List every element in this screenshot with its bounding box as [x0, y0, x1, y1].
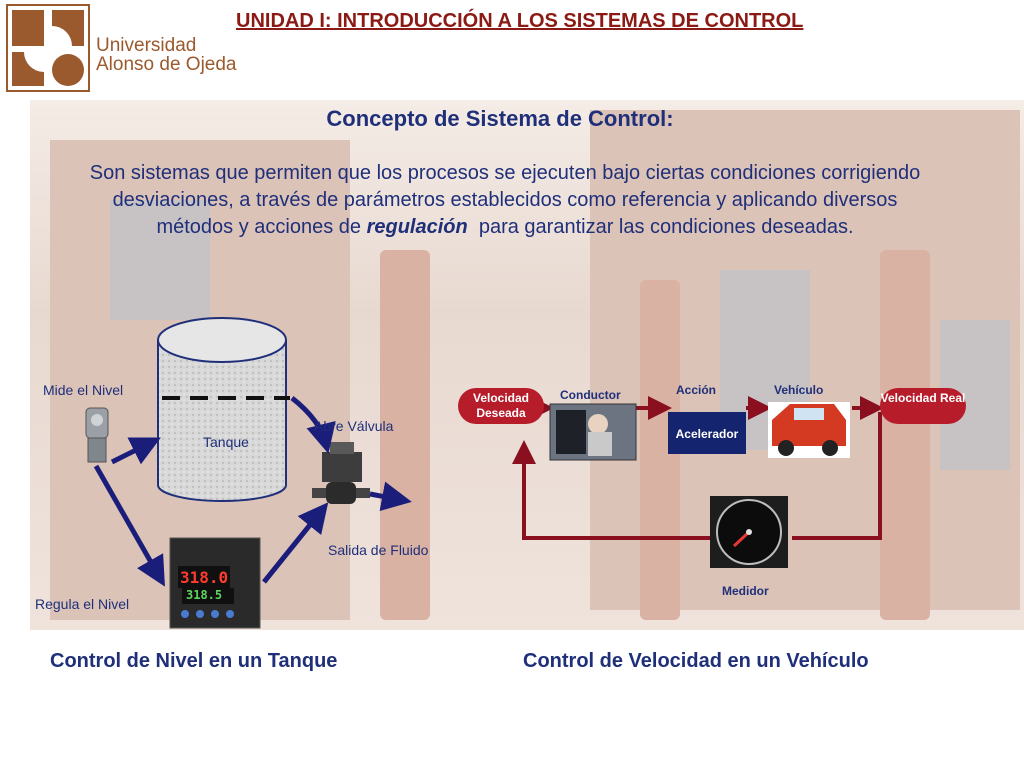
definition-after: para garantizar las condiciones deseadas… [467, 216, 854, 238]
level-controller-icon [169, 537, 261, 629]
arrow-sensor-to-controller [93, 464, 165, 587]
logo-line-2: Alonso de Ojeda [96, 54, 237, 75]
accelerator-box [668, 412, 746, 454]
tank-label: Tanque [203, 434, 249, 450]
real-speed-oval: Velocidad Real [880, 388, 966, 424]
arrow-controller-to-valve [262, 502, 329, 584]
vehicle-label: Vehículo [774, 383, 824, 397]
level-sensor-icon [85, 407, 109, 463]
controller-display-top: 318.0 [180, 568, 229, 587]
definition-emphasis: regulación [366, 216, 468, 238]
speedometer-icon [710, 496, 788, 568]
arrow-sensor-to-tank [110, 437, 161, 465]
meter-label: Medidor [722, 584, 769, 598]
tank-shape [157, 317, 290, 502]
feedback-loop-lines [512, 396, 884, 540]
arrow-tank-to-valve [290, 396, 336, 454]
logo-line-1: Universidad [96, 35, 197, 56]
regulate-level-label: Regula el Nivel [35, 596, 130, 612]
tank-control-caption: Control de Nivel en un Tanque [50, 650, 338, 672]
measure-level-label: Mide el Nivel [43, 382, 124, 398]
unit-title: UNIDAD I: INTRODUCCIÓN A LOS SISTEMAS DE… [236, 10, 804, 32]
controller-display-bottom: 318.5 [186, 588, 223, 602]
definition-text: Son sistemas que permiten que los proces… [80, 160, 930, 241]
slide-title: Concepto de Sistema de Control: [326, 106, 674, 131]
fluid-outlet-label: Salida de Fluido [328, 542, 429, 558]
driver-photo [549, 403, 637, 461]
definition-before: Son sistemas que permiten que los proces… [89, 162, 921, 238]
accelerator-label: Acelerador [675, 427, 739, 441]
car-icon [768, 402, 850, 458]
desired-speed-oval: Velocidad Deseada [458, 388, 544, 424]
university-name: Universidad Alonso de Ojeda [96, 36, 237, 74]
valve-icon [312, 442, 370, 504]
action-label: Acción [676, 383, 717, 397]
driver-label: Conductor [560, 388, 621, 402]
open-valve-label: Abre Válvula [314, 418, 394, 434]
vehicle-control-caption: Control de Velocidad en un Vehículo [523, 650, 869, 672]
university-logo [6, 4, 90, 92]
arrow-fluid-outlet [369, 481, 412, 512]
